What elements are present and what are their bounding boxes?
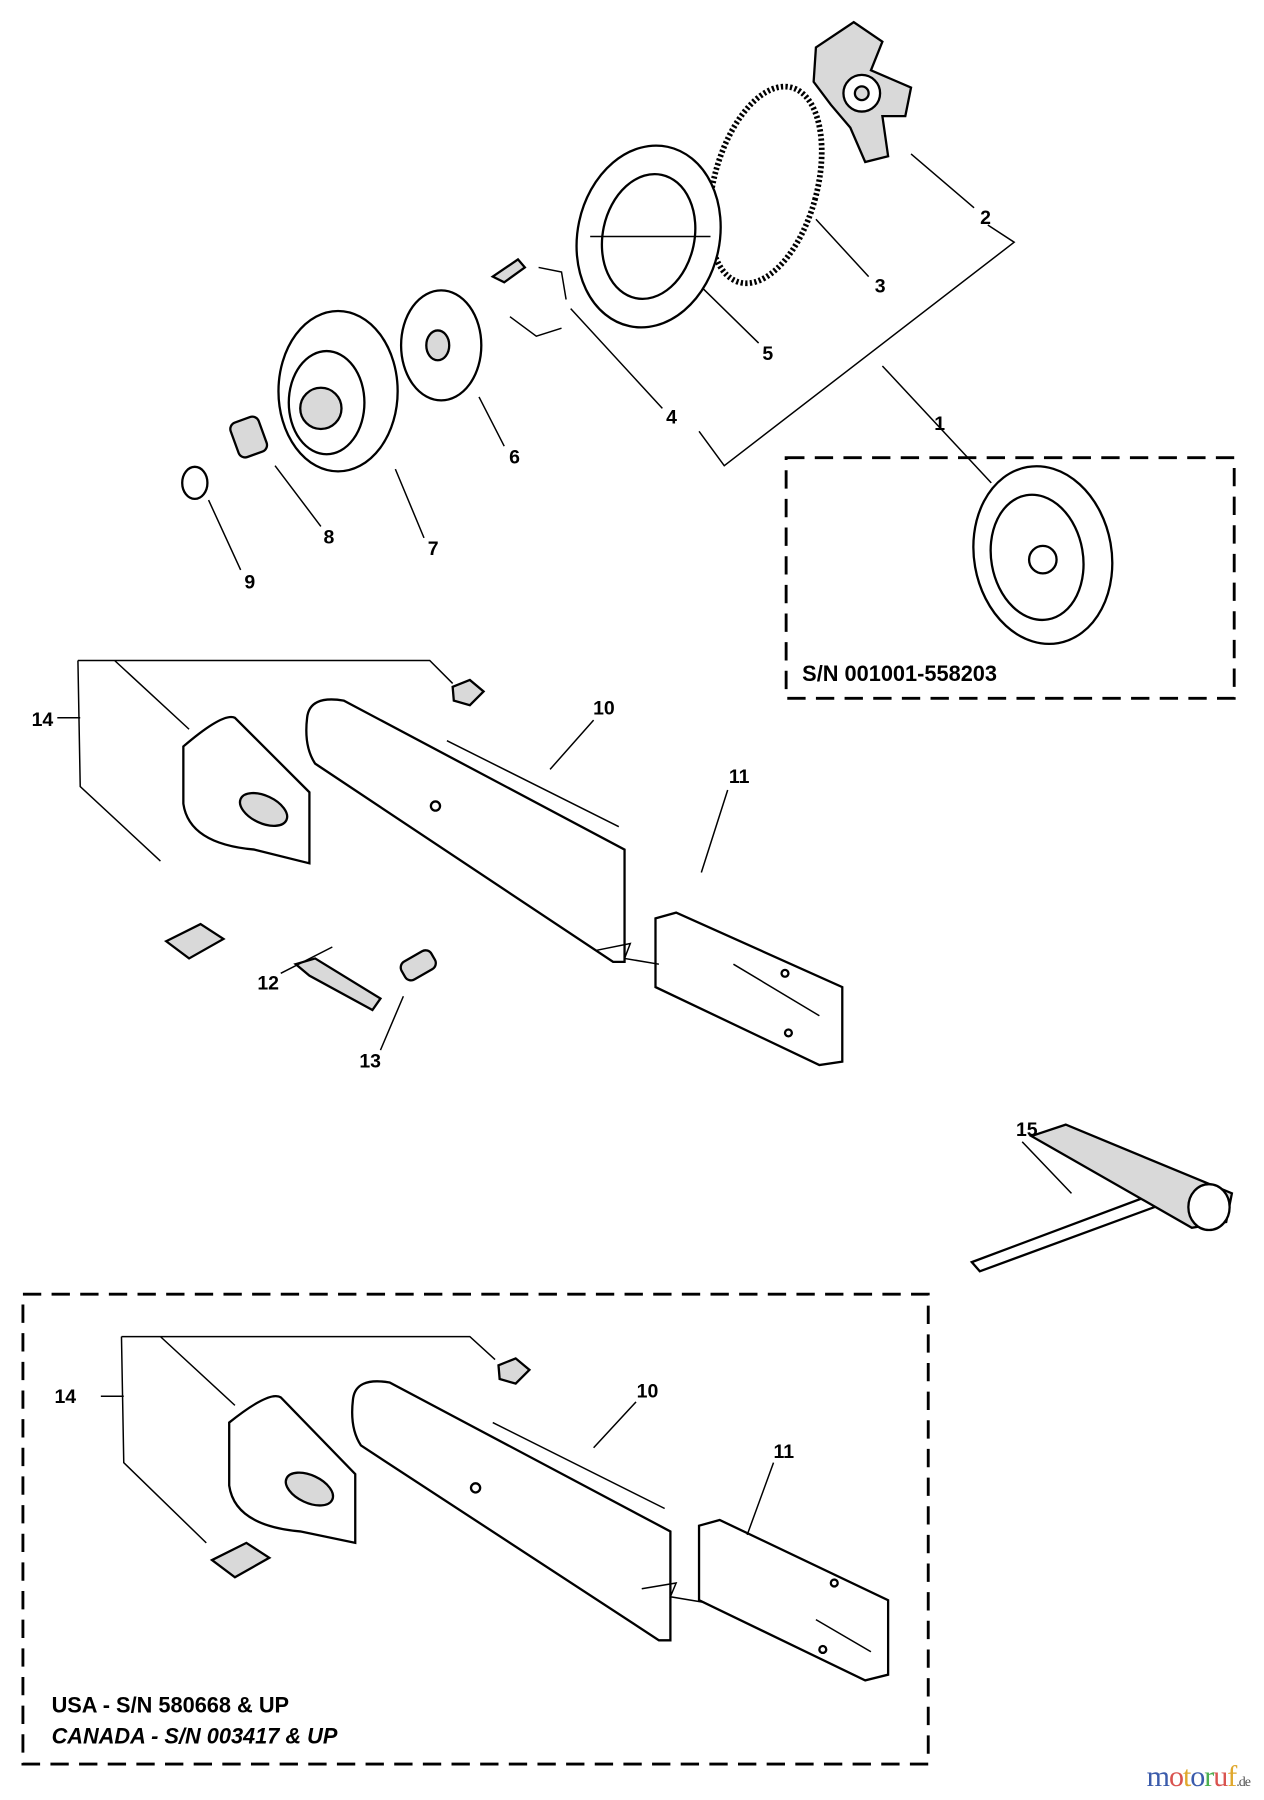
callout-11-upper: 11 (729, 766, 750, 788)
part-15-wrench (969, 1123, 1234, 1273)
callout-13: 13 (359, 1050, 381, 1072)
callout-8: 8 (323, 527, 334, 549)
usa-serial-note: USA - S/N 580668 & UP (52, 1692, 290, 1717)
guide-bar (305, 698, 626, 964)
callout-9: 9 (244, 571, 255, 593)
part-6-plate (399, 289, 483, 402)
part-5-clutch-shoes (575, 144, 722, 329)
watermark-logo: motoruf.de (1146, 1760, 1251, 1793)
callout-10-upper: 10 (593, 697, 615, 719)
part-14-cover-upper (163, 678, 486, 960)
callout-1: 1 (934, 413, 945, 435)
part-9-washer (181, 465, 209, 501)
callout-3: 3 (875, 276, 886, 298)
part-3-spring (706, 83, 825, 287)
part-14-cover-lower (209, 1357, 532, 1579)
upper-bar-assembly (305, 698, 844, 1067)
clutch-serial-note: S/N 001001-558203 (802, 661, 997, 686)
canada-serial-note: CANADA - S/N 003417 & UP (52, 1723, 338, 1748)
callout-6: 6 (509, 446, 520, 468)
clutch-assembly-alt (972, 465, 1114, 646)
callout-15: 15 (1016, 1119, 1038, 1141)
callout-5: 5 (762, 343, 773, 365)
part-12-bolt (293, 957, 383, 1012)
callout-2: 2 (980, 207, 991, 229)
part-7-clutch-drum (277, 309, 399, 473)
lower-bar-assembly (351, 1380, 890, 1682)
part-8-bearing (229, 415, 269, 459)
part-4-clips (490, 257, 567, 338)
callout-11-lower: 11 (774, 1441, 795, 1463)
bar-extension (654, 911, 844, 1067)
callout-14-upper: 14 (32, 709, 54, 731)
part-13-pin (399, 949, 437, 982)
callout-4: 4 (666, 406, 677, 428)
callout-14-lower: 14 (54, 1386, 76, 1408)
callout-12: 12 (257, 972, 279, 994)
callout-7: 7 (428, 538, 439, 560)
part-2-clutch-hub (812, 20, 913, 164)
callout-10-lower: 10 (637, 1380, 659, 1402)
